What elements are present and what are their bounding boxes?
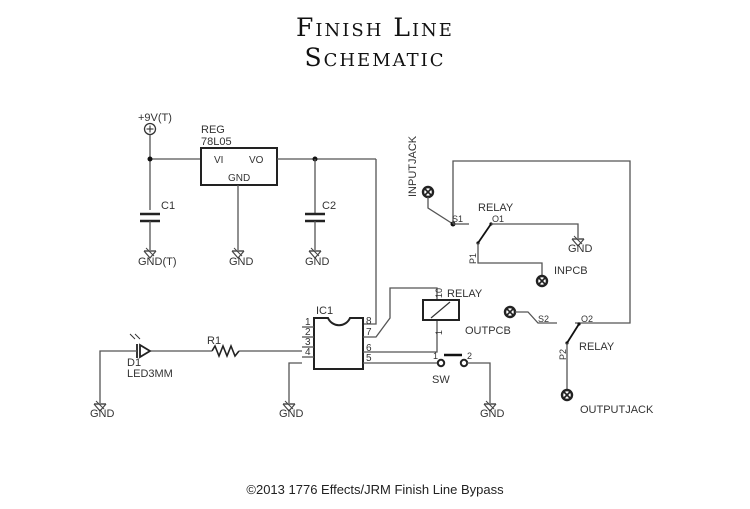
capacitor-c1: C1 [140, 200, 175, 223]
relay-coil-pin-top: 10 [434, 288, 444, 298]
wire-p1-inpcb [477, 243, 543, 277]
reg-name: REG [201, 124, 225, 136]
title-line-2: Schematic [304, 43, 446, 72]
reg-pin-in: VI [214, 155, 223, 166]
wire-inputjack-s1 [427, 197, 454, 225]
relay2-p-label: P2 [558, 349, 568, 360]
sw-pin-2: 2 [467, 351, 472, 361]
reg-body [200, 147, 278, 186]
relay1-ground-label: GND [568, 243, 593, 255]
title-line-1: Finish Line [296, 13, 454, 42]
ic1-pin-3: 3 [305, 337, 311, 348]
wire-led-gnd [99, 350, 137, 403]
footswitch-sw[interactable]: 1 2 SW [432, 351, 472, 386]
ic1-pin-7: 7 [366, 327, 372, 338]
led-name: D1 [127, 357, 141, 369]
relay2-armature [566, 323, 580, 344]
light-emission-icon [129, 333, 141, 340]
led-value: LED3MM [127, 368, 173, 380]
junction-dot [147, 156, 153, 162]
relay-coil: 10 1 RELAY [422, 288, 483, 335]
inputjack-connector[interactable] [421, 185, 435, 199]
sw-ground-label: GND [480, 408, 505, 420]
relay1-s-label: S1 [452, 214, 463, 224]
copyright-footer: ©2013 1776 Effects/JRM Finish Line Bypas… [246, 482, 504, 497]
wire-bypass-loop [452, 160, 631, 324]
outpcb-connector[interactable] [503, 305, 517, 319]
relay-coil-name: RELAY [447, 288, 483, 300]
c2-ground-label: GND [305, 256, 330, 268]
regulator: REG 78L05 VI VO GND [200, 124, 278, 186]
relay1-armature [477, 223, 492, 244]
wire-ic-pin4-gnd [288, 362, 302, 403]
wire-ic-pin6-relay [363, 320, 438, 353]
led-ground-label: GND [90, 408, 115, 420]
wire-5v-ic-pin8 [363, 159, 377, 325]
ic1-pin-4: 4 [305, 347, 311, 358]
plus-circle-icon [143, 122, 157, 136]
wire-o1-gnd [491, 223, 579, 238]
power-source: +9V(T) [138, 112, 172, 136]
ic1-pin-5: 5 [366, 353, 372, 364]
ic1-pin-2: 2 [305, 327, 311, 338]
ic1-body [313, 317, 364, 370]
ic1: IC1 1 2 3 4 5 6 7 8 [302, 305, 372, 370]
wire-outpcb-s2 [515, 311, 557, 324]
relay-coil-body [422, 299, 460, 321]
ic1-pin-8: 8 [366, 316, 372, 327]
c1-name: C1 [161, 200, 175, 212]
reg-value: 78L05 [201, 136, 232, 148]
resistor-r1: R1 [207, 335, 240, 359]
inpcb-connector[interactable] [535, 274, 549, 288]
c2-name: C2 [322, 200, 336, 212]
inpcb-label: INPCB [554, 265, 588, 277]
sw-name: SW [432, 374, 450, 386]
wire-ic-pin7-relay [363, 287, 438, 338]
inputjack-label: INPUTJACK [407, 135, 419, 197]
sw-pin-1: 1 [433, 351, 438, 361]
reg-pin-out: VO [249, 155, 264, 166]
ic1-name: IC1 [316, 305, 333, 317]
relay2-o-label: O2 [581, 314, 593, 324]
wire-sw-gnd [467, 362, 491, 403]
relay2-name: RELAY [579, 341, 615, 353]
ic1-pin-1: 1 [305, 317, 311, 328]
outputjack-connector[interactable] [560, 388, 574, 402]
power-label: +9V(T) [138, 112, 172, 124]
led-d1: D1 LED3MM [127, 333, 173, 380]
relay2-contacts: S2 O2 RELAY P2 [538, 314, 615, 360]
outputjack-label: OUTPUTJACK [580, 404, 654, 416]
outpcb-label: OUTPCB [465, 325, 511, 337]
relay1-contacts: RELAY S1 O1 P1 [452, 202, 514, 264]
ic-ground-label: GND [279, 408, 304, 420]
reg-ground-label: GND [229, 256, 254, 268]
ic1-pin-6: 6 [366, 343, 372, 354]
relay1-o-label: O1 [492, 214, 504, 224]
c1-ground-label: GND(T) [138, 256, 177, 268]
r1-name: R1 [207, 335, 221, 347]
relay1-name: RELAY [478, 202, 514, 214]
relay-coil-pin-bottom: 1 [434, 330, 444, 335]
relay2-s-label: S2 [538, 314, 549, 324]
relay1-p-label: P1 [468, 253, 478, 264]
reg-pin-gnd: GND [228, 173, 250, 184]
capacitor-c2: C2 [305, 200, 336, 223]
